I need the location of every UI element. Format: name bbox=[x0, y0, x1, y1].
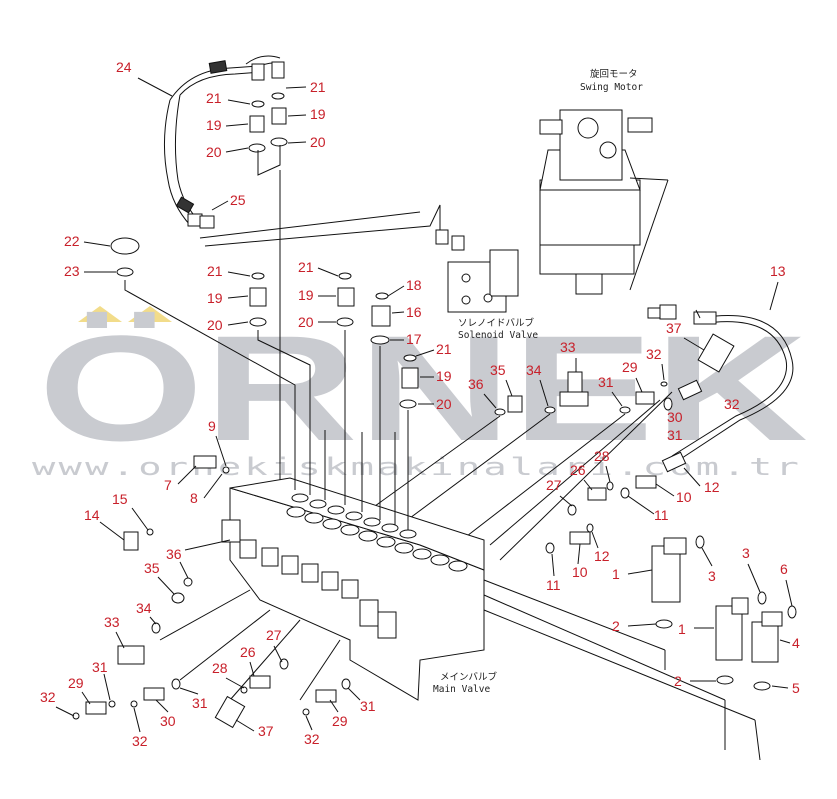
swing-motor: 旋回モータ Swing Motor bbox=[539, 68, 669, 295]
callout-31: 31 bbox=[92, 659, 108, 675]
callout-37: 37 bbox=[666, 320, 682, 336]
callout-30: 30 bbox=[667, 409, 683, 425]
callout-21: 21 bbox=[207, 263, 223, 279]
callout-26: 26 bbox=[240, 644, 256, 660]
callout-19: 19 bbox=[436, 368, 452, 384]
callout-3: 3 bbox=[708, 568, 716, 584]
fittings-top bbox=[110, 92, 441, 470]
callout-32: 32 bbox=[724, 396, 740, 412]
callout-3: 3 bbox=[742, 545, 750, 561]
callout-29: 29 bbox=[332, 713, 348, 729]
callout-19: 19 bbox=[207, 290, 223, 306]
callout-19: 19 bbox=[310, 106, 326, 122]
callout-28: 28 bbox=[212, 660, 228, 676]
callout-1: 1 bbox=[612, 566, 620, 582]
callout-27: 27 bbox=[266, 627, 282, 643]
callout-22: 22 bbox=[64, 233, 80, 249]
callout-19: 19 bbox=[298, 287, 314, 303]
callout-34: 34 bbox=[526, 362, 542, 378]
watermark-accent-left bbox=[78, 306, 122, 322]
main-valve-spools bbox=[221, 519, 397, 639]
watermark-url: www.ornekiskmakinalari.com.tr bbox=[32, 453, 802, 481]
callout-29: 29 bbox=[622, 359, 638, 375]
hose-assembly-24-25 bbox=[163, 55, 285, 229]
callout-32: 32 bbox=[646, 346, 662, 362]
callout-12: 12 bbox=[704, 479, 720, 495]
callout-23: 23 bbox=[64, 263, 80, 279]
hose-13 bbox=[489, 304, 794, 561]
callout-11: 11 bbox=[654, 507, 669, 523]
swing-motor-label-en: Swing Motor bbox=[580, 82, 643, 93]
solenoid-valve-label-jp: ソレノイドバルブ bbox=[458, 317, 535, 329]
callout-8: 8 bbox=[190, 490, 198, 506]
solenoid-valve-label-en: Solenoid Valve bbox=[458, 330, 538, 341]
fittings-small bbox=[72, 455, 657, 729]
callout-14: 14 bbox=[84, 507, 100, 523]
callout-15: 15 bbox=[112, 491, 128, 507]
main-valve-ports bbox=[286, 493, 468, 572]
callout-21: 21 bbox=[298, 259, 314, 275]
swing-motor-label-jp: 旋回モータ bbox=[590, 68, 638, 80]
callout-20: 20 bbox=[436, 396, 452, 412]
callout-32: 32 bbox=[304, 731, 320, 747]
callout-31: 31 bbox=[192, 695, 208, 711]
connection-lines bbox=[159, 430, 761, 761]
callout-7: 7 bbox=[164, 477, 172, 493]
callout-31: 31 bbox=[667, 427, 683, 443]
callout-31: 31 bbox=[360, 698, 376, 714]
callout-31: 31 bbox=[598, 374, 614, 390]
callout-34: 34 bbox=[136, 600, 152, 616]
main-valve: メインバルブ Main Valve bbox=[221, 477, 498, 701]
callout-28: 28 bbox=[594, 448, 610, 464]
callout-33: 33 bbox=[560, 339, 576, 355]
callout-9: 9 bbox=[208, 418, 216, 434]
callout-21: 21 bbox=[310, 79, 326, 95]
callout-6: 6 bbox=[780, 561, 788, 577]
callout-2: 2 bbox=[674, 673, 682, 689]
callout-16: 16 bbox=[406, 304, 422, 320]
callout-32: 32 bbox=[132, 733, 148, 749]
callout-10: 10 bbox=[676, 489, 692, 505]
callout-13: 13 bbox=[770, 263, 786, 279]
leader-lines bbox=[55, 77, 793, 733]
callout-11: 11 bbox=[546, 577, 561, 593]
callout-26: 26 bbox=[570, 462, 586, 478]
callout-21: 21 bbox=[436, 341, 452, 357]
callout-21: 21 bbox=[206, 90, 222, 106]
callout-30: 30 bbox=[160, 713, 176, 729]
callout-1: 1 bbox=[678, 621, 686, 637]
callout-18: 18 bbox=[406, 277, 422, 293]
callout-20: 20 bbox=[207, 317, 223, 333]
callout-35: 35 bbox=[490, 362, 506, 378]
callout-19: 19 bbox=[206, 117, 222, 133]
callout-2: 2 bbox=[612, 618, 620, 634]
callout-37: 37 bbox=[258, 723, 274, 739]
callout-5: 5 bbox=[792, 680, 800, 696]
callout-4: 4 bbox=[792, 635, 800, 651]
callout-33: 33 bbox=[104, 614, 120, 630]
main-valve-label-jp: メインバルブ bbox=[440, 671, 498, 683]
callouts: 24 21 21 19 19 20 20 25 22 23 21 21 19 1… bbox=[40, 59, 800, 749]
callout-27: 27 bbox=[546, 477, 562, 493]
callout-29: 29 bbox=[68, 675, 84, 691]
callout-12: 12 bbox=[594, 548, 610, 564]
fittings-right bbox=[651, 535, 797, 691]
main-valve-label-en: Main Valve bbox=[433, 684, 490, 695]
callout-20: 20 bbox=[206, 144, 222, 160]
callout-25: 25 bbox=[230, 192, 246, 208]
solenoid-valve: ソレノイドバルブ Solenoid Valve bbox=[435, 229, 538, 341]
callout-24: 24 bbox=[116, 59, 132, 75]
callout-20: 20 bbox=[310, 134, 326, 150]
callout-36: 36 bbox=[468, 376, 484, 392]
callout-32: 32 bbox=[40, 689, 56, 705]
callout-36: 36 bbox=[166, 546, 182, 562]
callout-17: 17 bbox=[406, 331, 422, 347]
callout-35: 35 bbox=[144, 560, 160, 576]
callout-10: 10 bbox=[572, 564, 588, 580]
callout-20: 20 bbox=[298, 314, 314, 330]
watermark-accent-right bbox=[128, 306, 172, 322]
